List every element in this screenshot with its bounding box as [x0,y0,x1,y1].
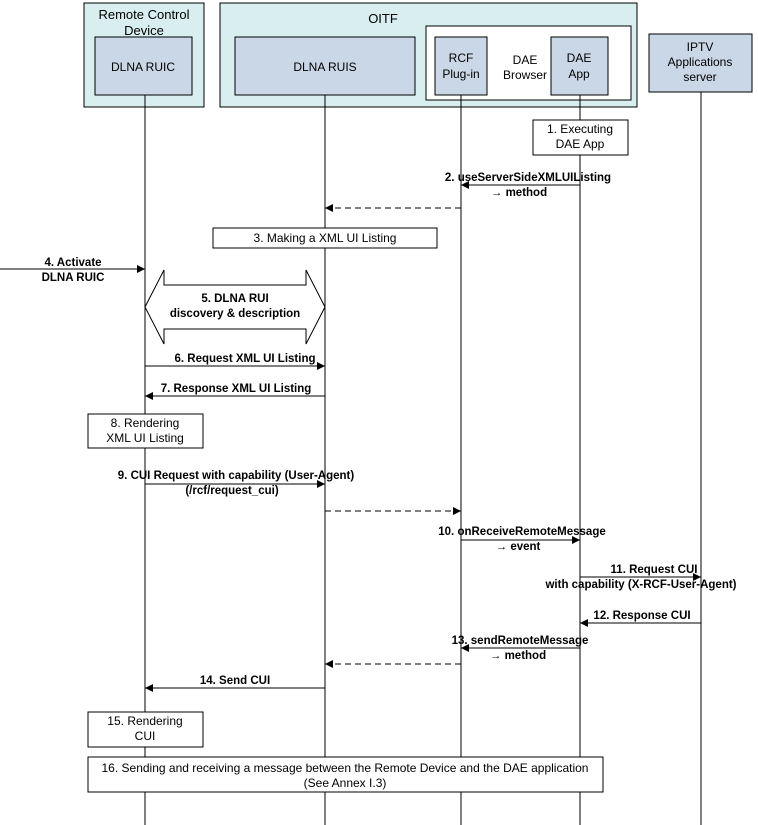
step-8-box [87,413,204,449]
step-9-label: 9. CUI Request with capability (User-Age… [118,470,355,497]
step-3-box [212,227,438,249]
ruis-label: DLNA RUIS [293,60,356,74]
step-12-label: 12. Response CUI [593,610,690,622]
step-16-box [87,756,604,793]
ruic-label: DLNA RUIC [111,60,175,74]
step-16-label: 16. Sending and receiving a message betw… [102,761,589,790]
step-10-label: 10. onReceiveRemoteMessage→ event [438,526,605,553]
participant-iptv [648,33,753,93]
oitf-label: OITF [368,11,398,26]
step-14-label: 14. Send CUI [200,675,270,687]
step-15-box [87,711,204,748]
participant-ruic [94,36,193,96]
step-3-label: 3. Making a XML UI Listing [254,231,397,245]
step-13-label: 13. sendRemoteMessage→ method [452,635,589,662]
participant-ruis [234,36,416,96]
step-6-label: 6. Request XML UI Listing [175,353,316,365]
participant-dae-app [550,36,609,96]
step-1-box [532,119,629,156]
step-7-label: 7. Response XML UI Listing [161,383,312,395]
step-5-block-arrow [144,269,326,345]
participant-rcf [434,36,488,96]
step-2-label: 2. useServerSideXMLUIListing→ method [445,172,611,199]
